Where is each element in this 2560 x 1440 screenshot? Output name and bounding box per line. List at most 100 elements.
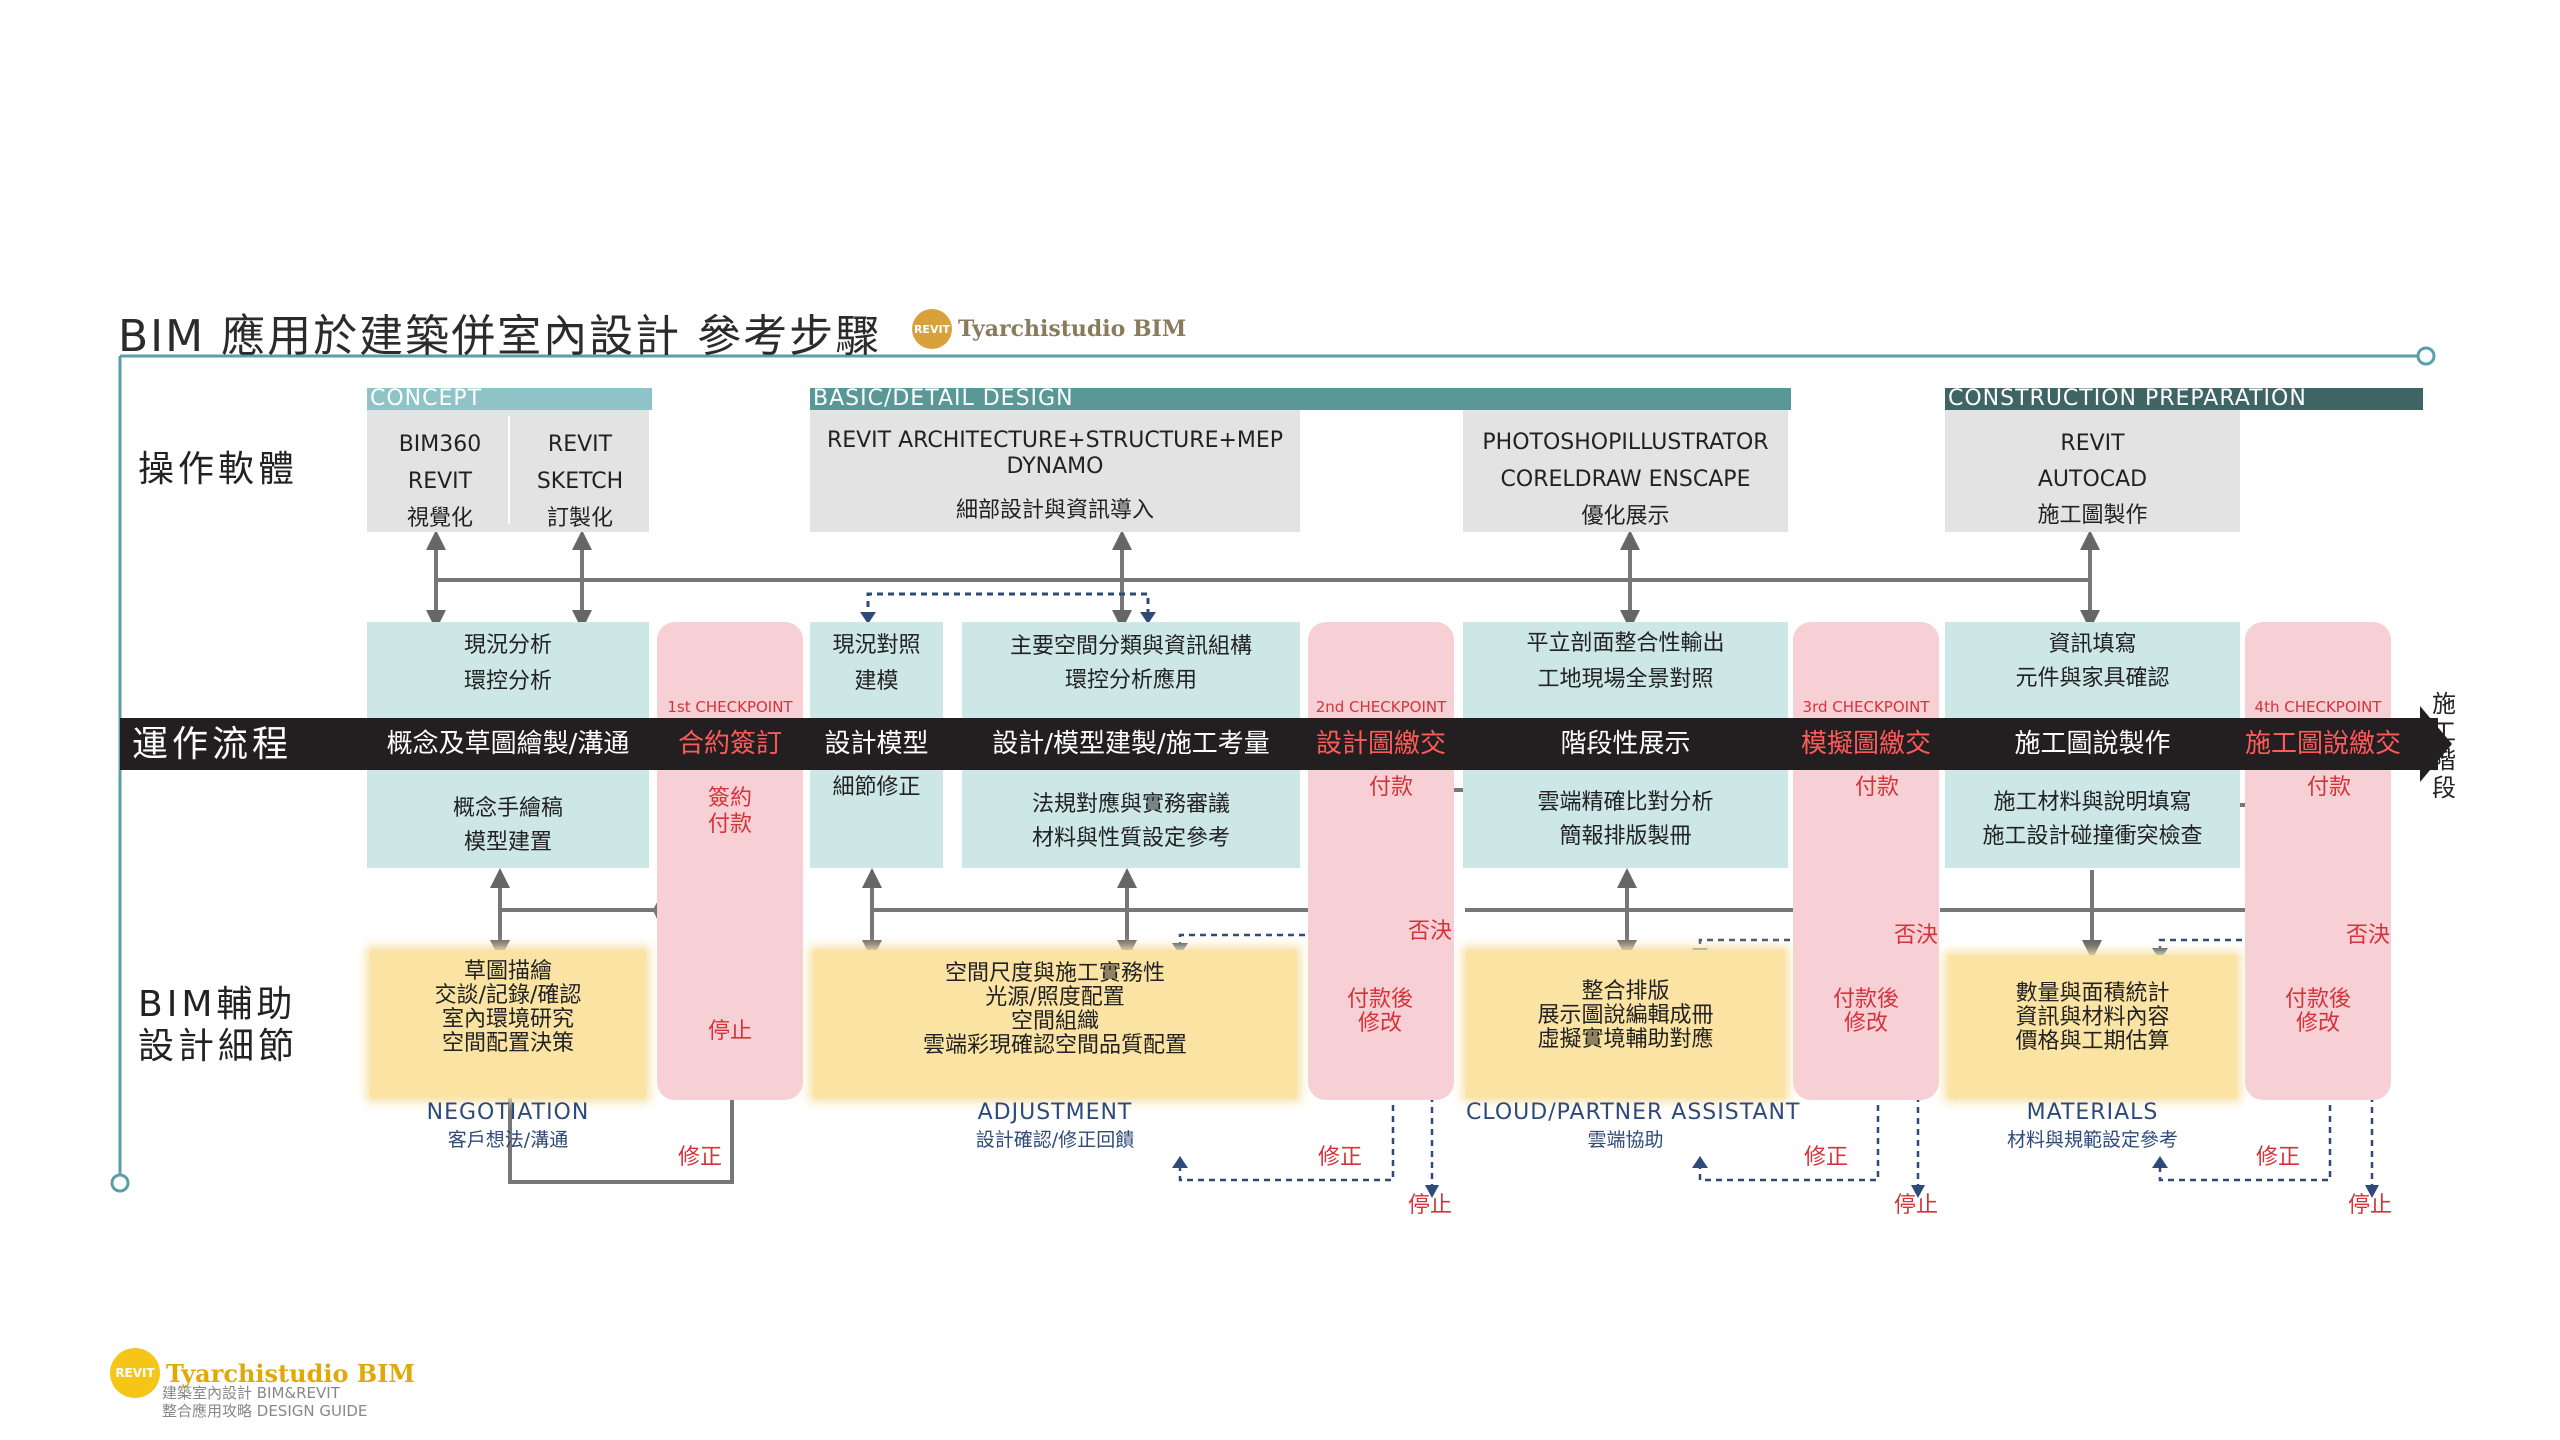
- software-divider: [508, 416, 510, 524]
- stage-2-lower: 細節修正: [832, 775, 921, 800]
- stop-label-1: 停止: [707, 1019, 752, 1044]
- row-label-software: 操作軟體: [138, 449, 299, 490]
- phase-construction: CONSTRUCTION PREPARATION: [1945, 388, 2423, 410]
- bim-box-2: [813, 950, 1297, 1098]
- footer-brand-name: Tyarchistudio BIM: [166, 1358, 415, 1388]
- bim-text-4: 數量與面積統計 資訊與材料內容 價格與工期估算: [1948, 982, 2237, 1054]
- stop-label-2: 停止: [1407, 1193, 1452, 1218]
- fix-label-4: 修正: [2255, 1145, 2300, 1170]
- bim-text: 展示圖說編輯成冊: [1537, 1003, 1714, 1028]
- footer-badge-icon: REVIT: [110, 1348, 160, 1398]
- stage-text: 現況分析: [463, 633, 552, 658]
- footer-logo: REVIT Tyarchistudio BIM: [110, 1348, 415, 1398]
- pink-text: 付款後: [1346, 987, 1413, 1012]
- stage-text: 概念手繪稿: [452, 796, 563, 821]
- stage-text: 主要空間分類與資訊組構: [1009, 634, 1252, 659]
- bim-text-1: 草圖描繪 交談/記錄/確認 室內環境研究 空間配置決策: [370, 960, 646, 1056]
- software-connectors: [426, 530, 2100, 630]
- band-stage-3: 設計/模型建製/施工考量: [992, 729, 1270, 759]
- software-name: AUTOCAD: [2037, 467, 2148, 492]
- pay-label-3: 付款: [1854, 775, 1899, 800]
- under-sub: 設計確認/修正回饋: [975, 1129, 1135, 1151]
- bim-text: 空間配置決策: [441, 1031, 574, 1056]
- stage-4-lower: 雲端精確比對分析 簡報排版製冊: [1463, 786, 1788, 854]
- software-name: SKETCH: [536, 469, 624, 494]
- under-title: ADJUSTMENT: [977, 1100, 1133, 1125]
- footer-sub-line: 建築室內設計 BIM&REVIT: [162, 1384, 340, 1402]
- stage-text: 施工設計碰撞衝突檢查: [1982, 824, 2203, 849]
- pay-modify-label-3: 付款後 修改: [1826, 988, 1906, 1036]
- software-name: REVIT: [2060, 431, 2125, 456]
- pink-text: 修改: [1357, 1011, 1402, 1036]
- reject-label-4: 否決: [2345, 923, 2390, 948]
- stage-text: 環控分析: [463, 669, 552, 694]
- bim-text: 空間組織: [1010, 1009, 1099, 1034]
- checkpoint-label-1: 1st CHECKPOINT: [667, 698, 793, 716]
- stage-text: 建模: [854, 669, 899, 694]
- software-purpose: 施工圖製作: [2037, 503, 2148, 528]
- bim-box-1: [370, 950, 646, 1098]
- software-name: DYNAMO: [1006, 454, 1104, 479]
- band-stage-1: 概念及草圖繪製/溝通: [386, 729, 630, 759]
- software-present: PHOTOSHOPILLUSTRATOR CORELDRAW ENSCAPE 優…: [1463, 424, 1788, 535]
- stage-text: 雲端精確比對分析: [1537, 790, 1714, 815]
- stage-text: 資訊填寫: [2048, 632, 2137, 657]
- under-label-2: ADJUSTMENT 設計確認/修正回饋: [813, 1100, 1297, 1152]
- under-label-4: MATERIALS 材料與規範設定參考: [1948, 1100, 2237, 1152]
- footer-sub-line: 整合應用攻略 DESIGN GUIDE: [162, 1402, 368, 1420]
- stage-text: 施工材料與說明填寫: [1993, 790, 2192, 815]
- software-name: CORELDRAW ENSCAPE: [1500, 467, 1751, 492]
- software-purpose: 優化展示: [1581, 504, 1670, 529]
- end-label: 施工階段: [2432, 690, 2456, 802]
- brand-name: Tyarchistudio BIM: [958, 316, 1187, 342]
- checkpoint-label-3: 3rd CHECKPOINT: [1802, 698, 1930, 716]
- bim-text: 空間尺度與施工實務性: [944, 961, 1165, 986]
- software-purpose: 視覺化: [406, 506, 473, 531]
- bim-box-3: [1466, 950, 1785, 1098]
- pink-text: 簽約: [707, 786, 752, 811]
- row-label-bim-2: 設計細節: [138, 1026, 299, 1067]
- under-sub: 材料與規範設定參考: [2006, 1129, 2178, 1151]
- bim-text: 資訊與材料內容: [2015, 1005, 2170, 1030]
- band-stage-4: 階段性展示: [1560, 729, 1691, 759]
- pink-text: 修改: [1843, 1011, 1888, 1036]
- software-box-construct: [1945, 410, 2240, 532]
- brand-inline: REVIT Tyarchistudio BIM: [912, 306, 1186, 352]
- stage-1-lower: 概念手繪稿 模型建置: [367, 792, 649, 860]
- stage-3-upper: 主要空間分類與資訊組構 環控分析應用: [962, 630, 1300, 698]
- software-box-basic: [810, 410, 1300, 532]
- under-title: NEGOTIATION: [426, 1100, 590, 1125]
- under-label-1: NEGOTIATION 客戶想法/溝通: [370, 1100, 646, 1152]
- software-name: BIM360: [398, 432, 482, 457]
- software-concept-2: REVIT SKETCH 訂製化: [510, 426, 650, 537]
- fix-label-3: 修正: [1803, 1145, 1848, 1170]
- checkpoint-label-4: 4th CHECKPOINT: [2254, 698, 2382, 716]
- under-title: MATERIALS: [2026, 1100, 2159, 1125]
- fix-label-1: 修正: [677, 1145, 722, 1170]
- reject-label-2: 否決: [1407, 919, 1452, 944]
- row-label-bim-1: BIM輔助: [138, 984, 297, 1025]
- bim-text: 虛擬實境輔助對應: [1537, 1027, 1714, 1052]
- stage-4-upper: 平立剖面整合性輸出 工地現場全景對照: [1463, 626, 1788, 698]
- reject-label-3: 否決: [1893, 923, 1938, 948]
- fix-label-2: 修正: [1317, 1145, 1362, 1170]
- stage-text: 法規對應與實務審議: [1031, 792, 1230, 817]
- process-arrowhead: [2420, 706, 2452, 782]
- stage-text: 材料與性質設定參考: [1031, 826, 1230, 851]
- pay-modify-label-4: 付款後 修改: [2278, 988, 2358, 1036]
- software-name: REVIT ARCHITECTURE+STRUCTURE+MEP: [826, 428, 1284, 453]
- bim-text: 整合排版: [1581, 979, 1670, 1004]
- row-label-flow: 運作流程: [132, 724, 293, 765]
- stage-text: 工地現場全景對照: [1537, 667, 1714, 692]
- checkpoint-column-2: [1308, 622, 1454, 1100]
- software-purpose: 細部設計與資訊導入: [955, 498, 1154, 523]
- dotted-bracket: [866, 592, 1150, 618]
- phase-concept: CONCEPT: [367, 388, 652, 410]
- software-construct: REVIT AUTOCAD 施工圖製作: [1945, 426, 2240, 534]
- stop-label-3: 停止: [1893, 1193, 1938, 1218]
- bim-text: 草圖描繪: [463, 959, 552, 984]
- pay-label-2: 付款: [1368, 775, 1413, 800]
- stage-3-lower: 法規對應與實務審議 材料與性質設定參考: [962, 788, 1300, 856]
- stage-text: 現況對照: [832, 633, 921, 658]
- pink-text: 付款後: [1832, 987, 1899, 1012]
